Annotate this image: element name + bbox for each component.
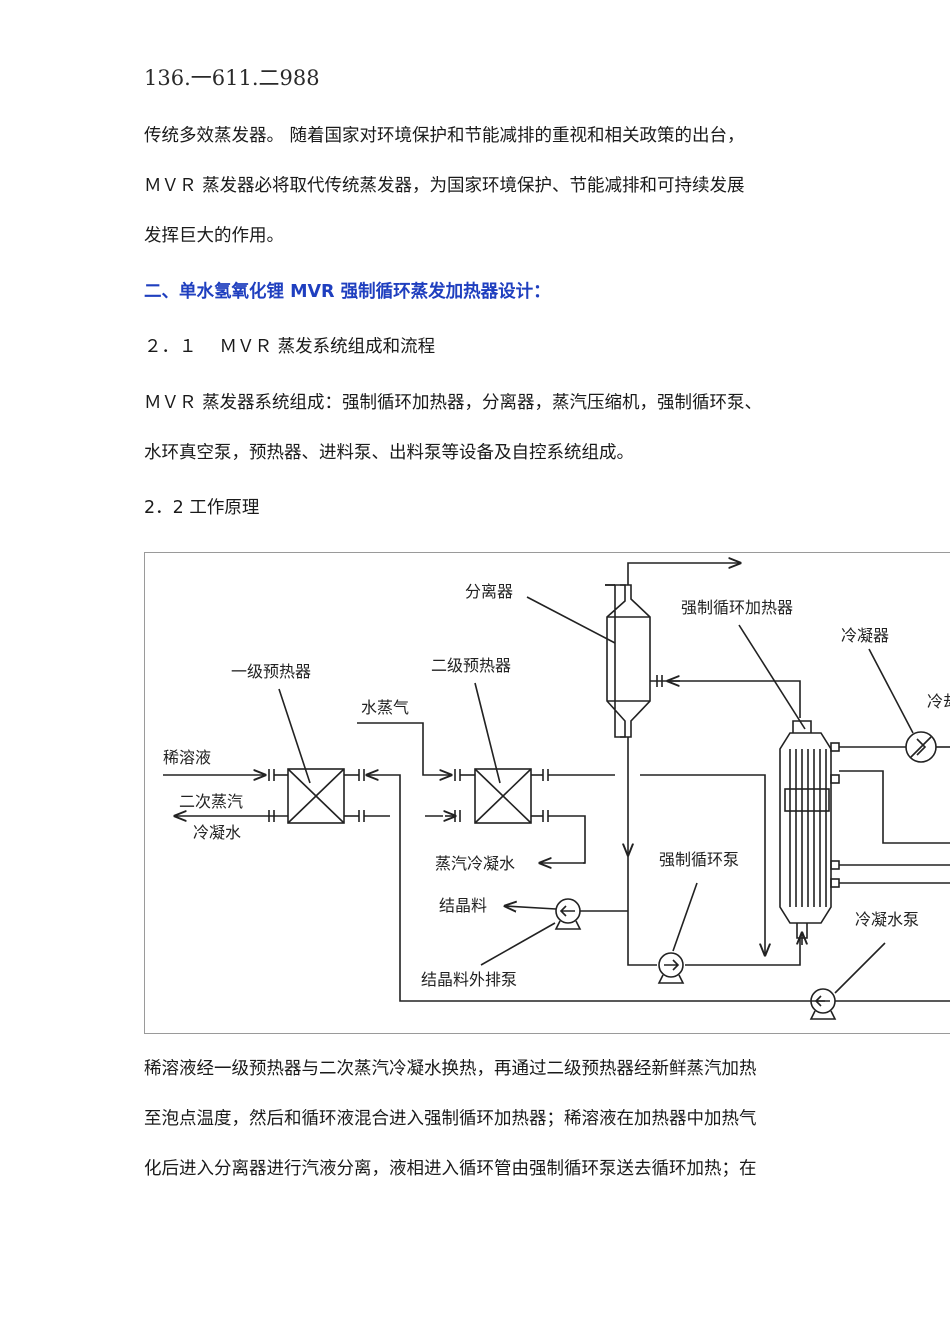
system-line-2: 水环真空泵，预热器、进料泵、出料泵等设备及自控系统组成。: [144, 443, 634, 463]
label-crystal: 结晶料: [439, 896, 487, 915]
label-condensate: 冷凝水: [193, 823, 241, 842]
process-line-2: 至泡点温度，然后和循环液混合进入强制循环加热器；稀溶液在加热器中加热气: [144, 1109, 757, 1129]
preheater-2: [474, 768, 532, 824]
label-forced-pump: 强制循环泵: [659, 850, 739, 869]
label-condenser-cut: 冷却: [927, 692, 950, 711]
section-heading: 二、单水氢氧化锂 MVR 强制循环蒸发加热器设计：: [144, 282, 551, 302]
label-preheater-1: 一级预热器: [231, 662, 311, 681]
forced-circulation-heater: [779, 720, 840, 939]
intro-line-1: 传统多效蒸发器。 随着国家对环境保护和节能减排的重视和相关政策的出台，: [144, 126, 745, 146]
label-dilute: 稀溶液: [163, 748, 211, 767]
intro-line-3: 发挥巨大的作用。: [144, 226, 284, 246]
label-preheater-2: 二级预热器: [431, 656, 511, 675]
intro-line-2: ＭＶＲ 蒸发器必将取代传统蒸发器，为国家环境保护、节能减排和可持续发展: [144, 176, 745, 196]
condensate-pump: [809, 988, 837, 1020]
label-crystal-pump: 结晶料外排泵: [421, 970, 517, 989]
label-secondary-steam: 二次蒸汽: [179, 792, 243, 811]
label-condenser: 冷凝器: [841, 626, 889, 645]
preheater-1: [287, 768, 345, 824]
forced-circulation-pump: [657, 952, 685, 984]
label-steam: 水蒸气: [361, 698, 409, 717]
condenser: [839, 731, 950, 763]
subheading-2-1: ２．１ ＭＶＲ 蒸发系统组成和流程: [144, 337, 436, 357]
process-line-1: 稀溶液经一级预热器与二次蒸汽冷凝水换热，再通过二级预热器经新鲜蒸汽加热: [144, 1059, 757, 1079]
label-separator: 分离器: [465, 582, 513, 601]
label-forced-heater: 强制循环加热器: [681, 598, 793, 617]
crystal-discharge-pump: [554, 898, 582, 930]
separator-vessel: [605, 584, 651, 738]
process-flow-diagram: 分离器 强制循环加热器 冷凝器 冷却 一级预热器 二级预热器 水蒸气 稀溶液 二…: [144, 552, 950, 1034]
label-condensate-pump: 冷凝水泵: [855, 910, 919, 929]
label-steam-condensate: 蒸汽冷凝水: [435, 854, 515, 873]
process-line-3: 化后进入分离器进行汽液分离，液相进入循环管由强制循环泵送去循环加热；在: [144, 1159, 757, 1179]
subheading-2-2: 2．2 工作原理: [144, 498, 260, 518]
system-line-1: ＭＶＲ 蒸发器系统组成：强制循环加热器，分离器，蒸汽压缩机，强制循环泵、: [144, 393, 763, 413]
top-number: 136.一611.二988: [144, 66, 320, 90]
